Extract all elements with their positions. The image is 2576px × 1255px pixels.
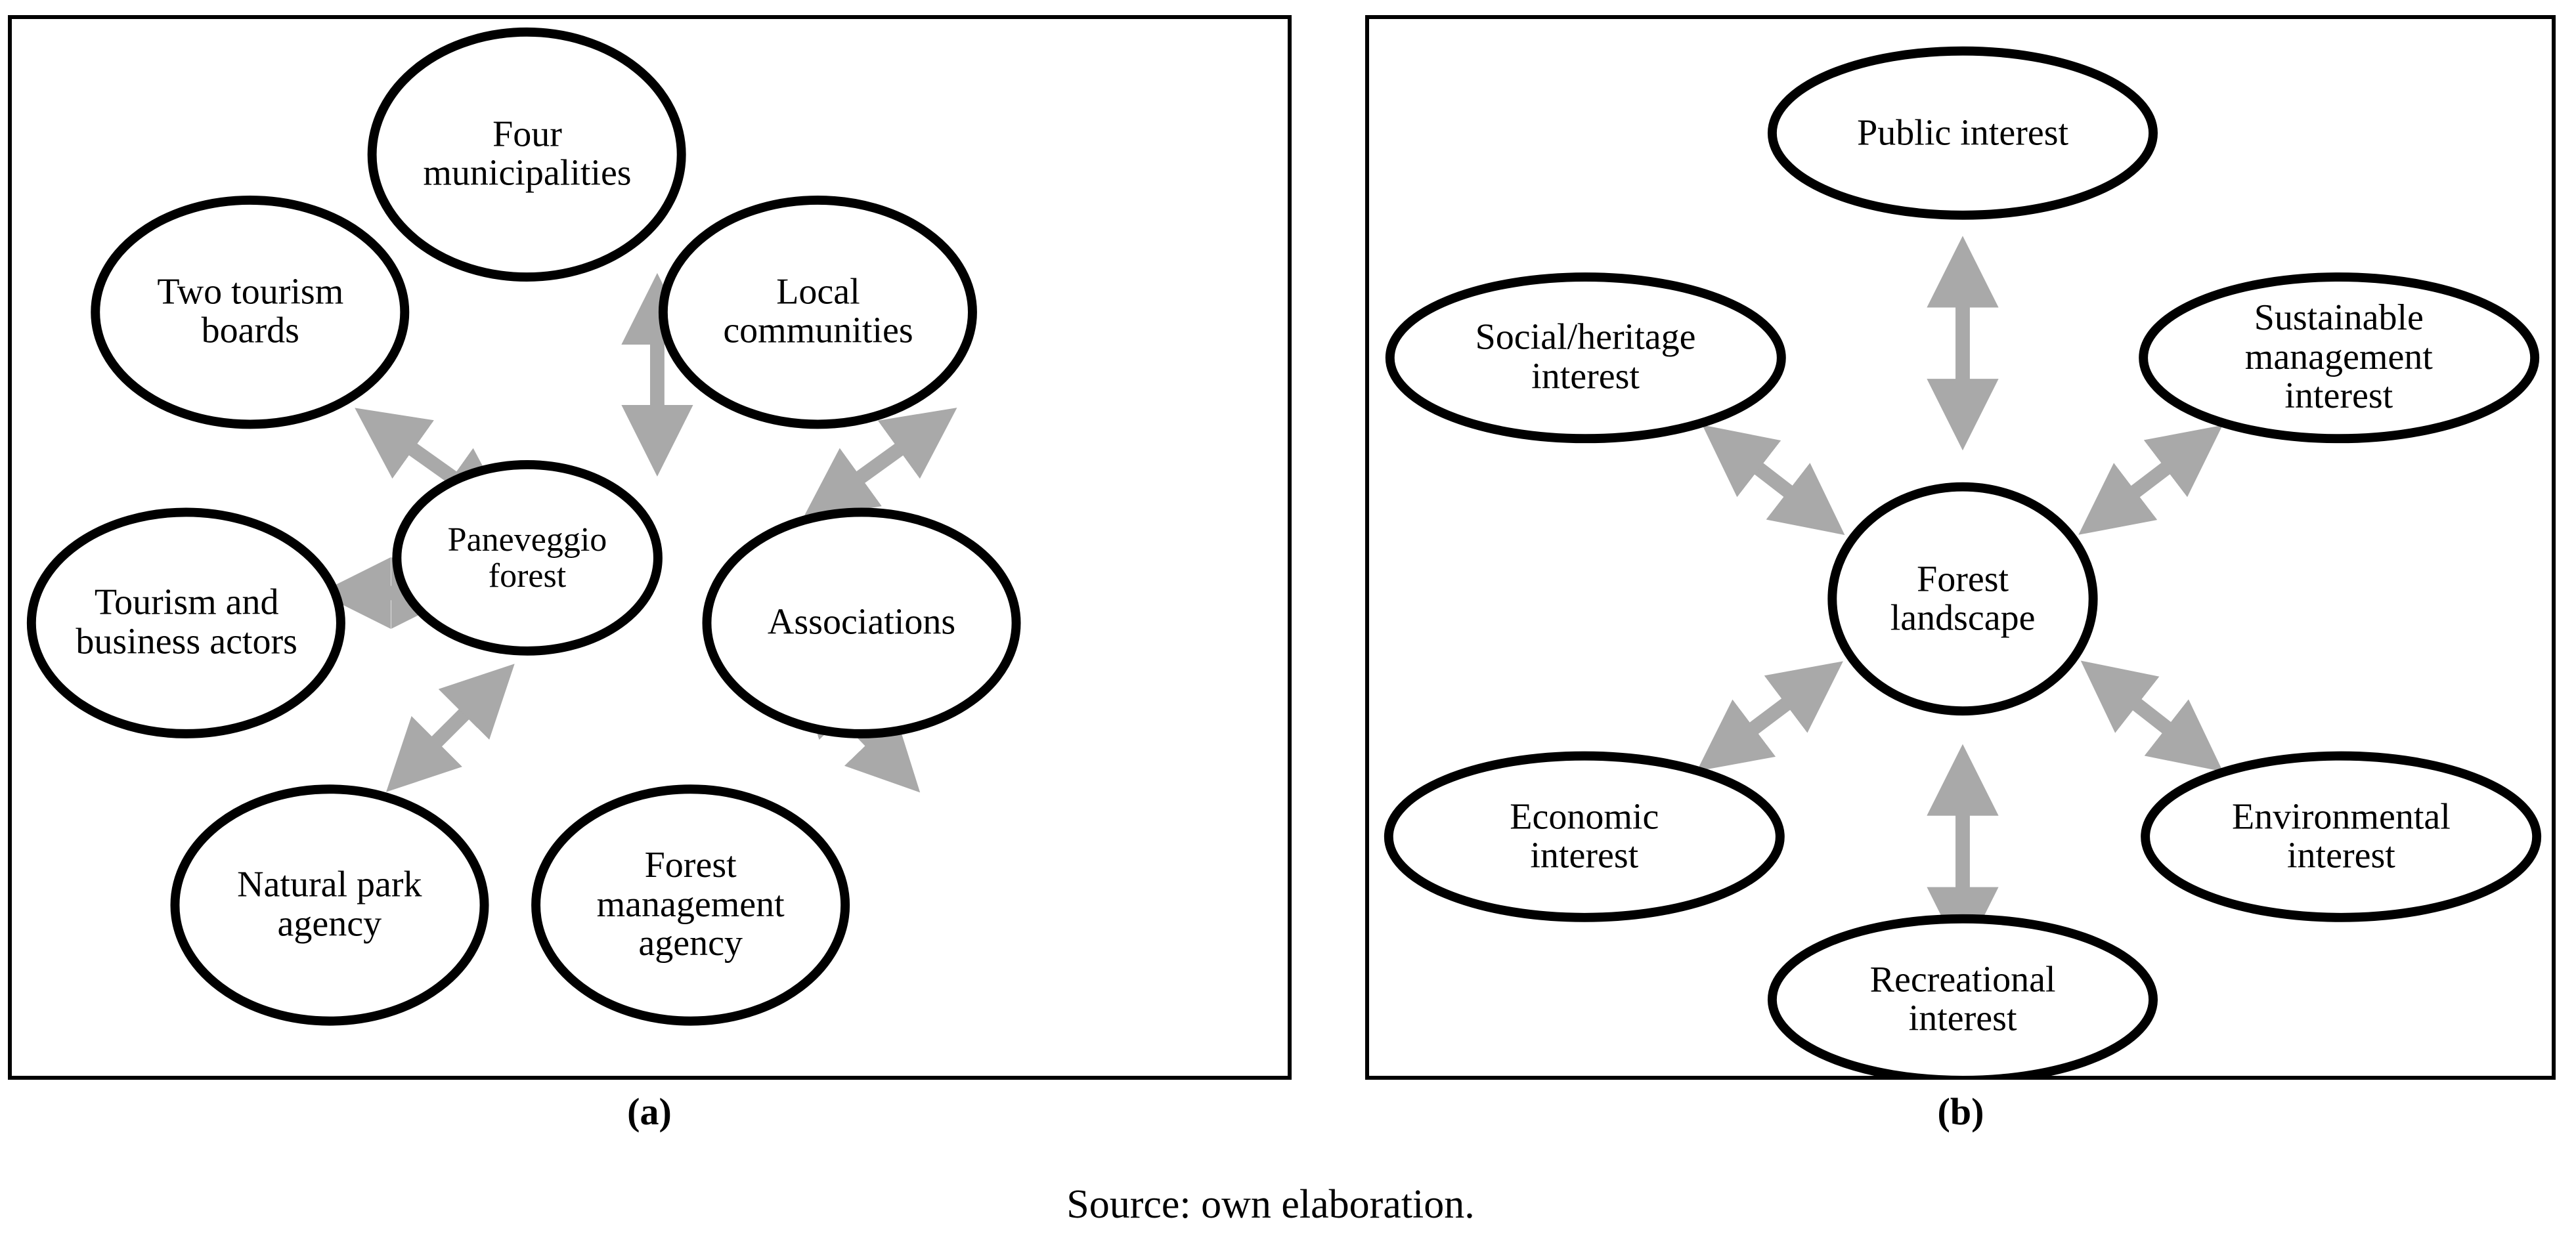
ellipse-tourism-business[interactable] [26, 507, 345, 738]
ellipse-associations[interactable] [702, 507, 1021, 738]
panel-b: Public interest Social/heritage interest… [1365, 15, 2556, 1080]
panel-a-caption: (a) [627, 1090, 672, 1133]
ellipse-forest-mgmt-agency[interactable] [531, 784, 850, 1026]
ellipse-local-communities[interactable] [658, 195, 977, 429]
panel-a-canvas [26, 27, 1021, 1026]
panel-b-nodes [1384, 46, 2542, 1076]
ellipse-environmental-interest[interactable] [2141, 751, 2542, 922]
ellipse-recreational-interest[interactable] [1768, 914, 2158, 1076]
panel-b-connectors [1696, 236, 2223, 959]
connector-social-heritage-interest [1702, 425, 1845, 536]
connector-natural-park-agency [386, 664, 515, 792]
connector-economic-interest [1696, 661, 1843, 771]
panel-a: Four municipalities Two tourism boards L… [8, 15, 1292, 1080]
ellipse-two-tourism-boards[interactable] [91, 195, 410, 429]
ellipse-four-municipalities[interactable] [367, 27, 686, 282]
ellipse-social-heritage[interactable] [1385, 272, 1786, 444]
panel-b-canvas [1384, 46, 2542, 1076]
ellipse-sustainable-management[interactable] [2139, 272, 2540, 444]
ellipse-economic-interest[interactable] [1384, 751, 1785, 922]
ellipse-natural-park-agency[interactable] [170, 784, 489, 1026]
source-note: Source: own elaboration. [1066, 1182, 1475, 1227]
ellipse-forest-landscape[interactable] [1827, 482, 2098, 716]
connector-environmental-interest [2080, 660, 2223, 772]
panel-a-nodes [26, 27, 1021, 1026]
ellipse-public-interest[interactable] [1767, 46, 2158, 220]
connector-sustainable-management-interest [2078, 425, 2223, 535]
panel-b-caption: (b) [1937, 1090, 1984, 1133]
connector-local-communities [802, 408, 957, 519]
ellipse-paneveggio-forest[interactable] [392, 459, 663, 656]
